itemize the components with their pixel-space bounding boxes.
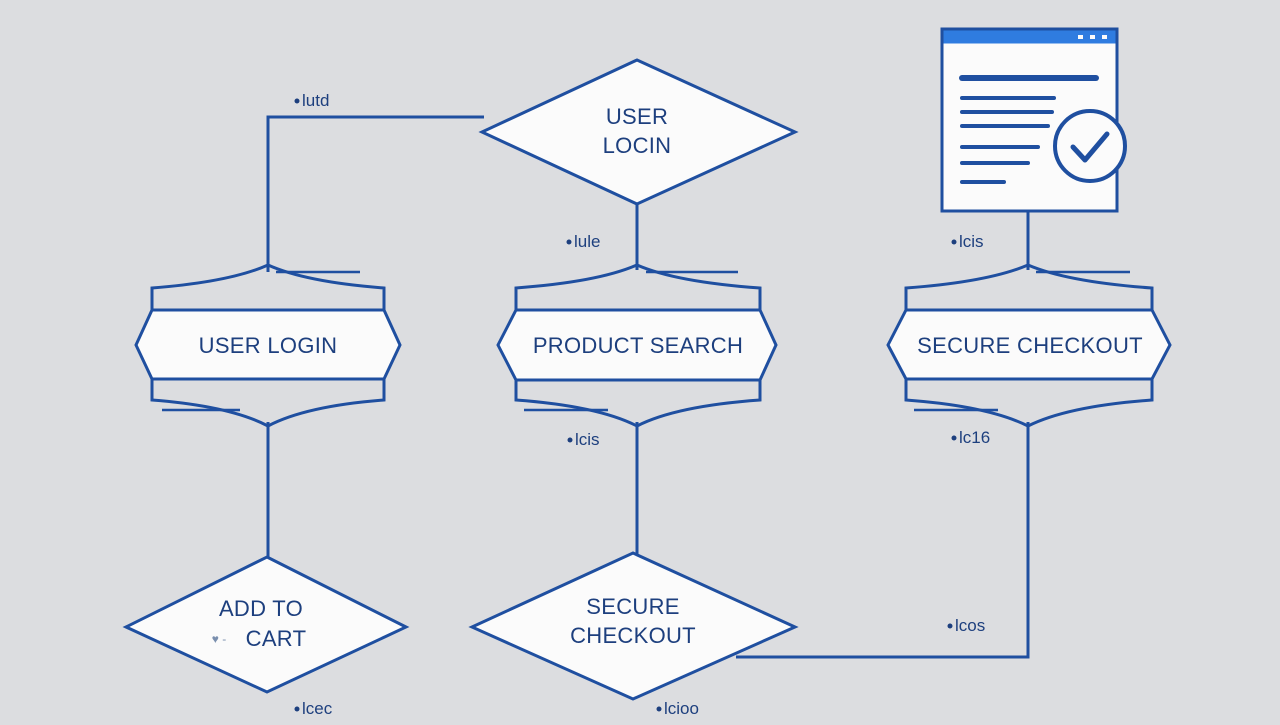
decision-secure-checkout[interactable]: SECURE CHECKOUT <box>468 551 799 701</box>
tag-label: lutd <box>302 91 329 110</box>
decision-label-line2: CART <box>246 626 307 651</box>
process-label: SECURE CHECKOUT <box>917 333 1143 358</box>
decision-label-line2: LOCIN <box>603 133 672 158</box>
decision-label-line1: ADD TO <box>219 596 303 621</box>
tag-labels: lutd lule lcis lcis lc16 lcos lcec lcioo <box>294 91 990 718</box>
document-check-icon <box>940 27 1127 213</box>
tag-label: lcis <box>575 430 600 449</box>
process-label: PRODUCT SEARCH <box>533 333 743 358</box>
tag-label: lcos <box>955 616 985 635</box>
heart-dash-icon: ♥ - <box>212 632 226 646</box>
connector-top-to-left <box>266 115 484 272</box>
tag-label: lcioo <box>664 699 699 718</box>
decision-user-login-top[interactable]: USER LOCIN <box>478 58 799 206</box>
tag-label: lule <box>574 232 600 251</box>
process-user-login[interactable]: USER LOGIN <box>134 263 402 428</box>
tag-label: lcis <box>959 232 984 251</box>
decision-label-line1: SECURE <box>586 594 680 619</box>
decision-add-to-cart[interactable]: ADD TO CART ♥ - <box>122 555 410 694</box>
process-label: USER LOGIN <box>199 333 338 358</box>
connector-right-to-checkout <box>736 422 1030 659</box>
tag-label: lcec <box>302 699 333 718</box>
process-secure-checkout[interactable]: SECURE CHECKOUT <box>886 263 1172 428</box>
process-product-search[interactable]: PRODUCT SEARCH <box>496 263 778 428</box>
tag-label: lc16 <box>959 428 990 447</box>
decision-label-line2: CHECKOUT <box>570 623 696 648</box>
decision-label-line1: USER <box>606 104 668 129</box>
connectors <box>266 115 1030 659</box>
